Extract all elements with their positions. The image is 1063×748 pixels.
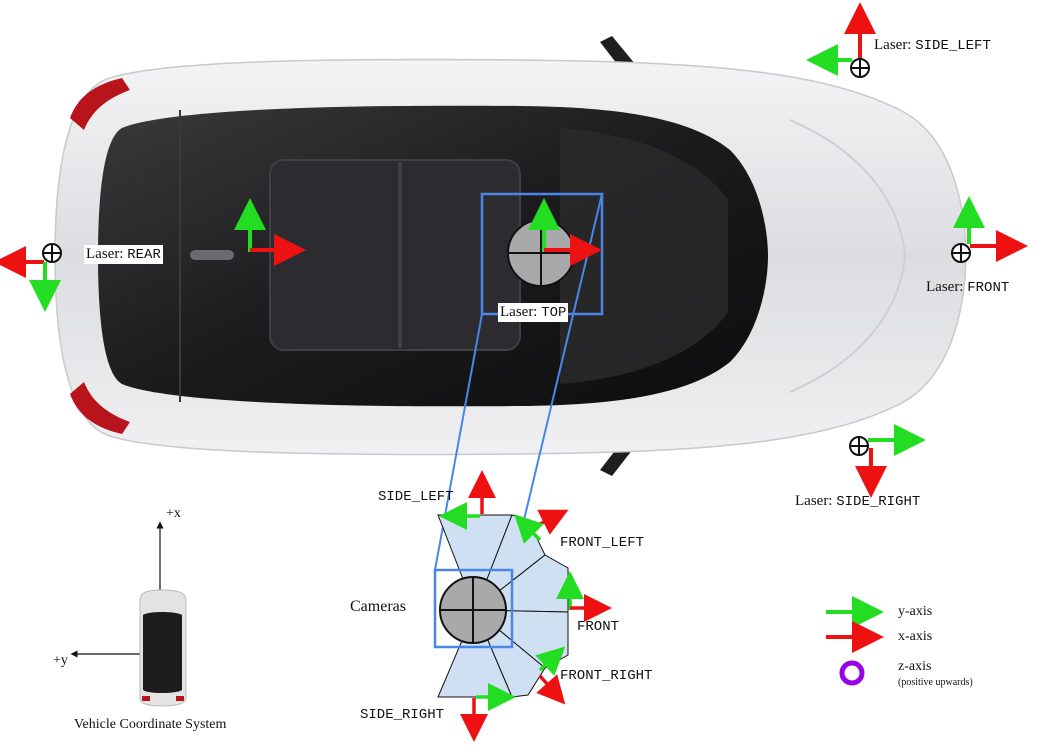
laser-front-prefix: Laser:: [926, 279, 968, 295]
camera-highlight-box: [433, 568, 514, 649]
camera-front-left-label: FRONT_LEFT: [560, 535, 645, 551]
laser-front-label: Laser: FRONT: [926, 278, 1009, 297]
laser-rear-prefix: Laser:: [86, 246, 128, 262]
laser-rear-name: REAR: [127, 247, 161, 263]
laser-top-name: TOP: [541, 305, 567, 321]
laser-top-prefix: Laser:: [500, 304, 542, 320]
legend-z-axis-label: z-axis: [898, 659, 932, 674]
legend-y-axis-label: y-axis: [898, 604, 933, 619]
laser-side-left-label: Laser: SIDE_LEFT: [874, 36, 991, 55]
top-lidar-sensor: [507, 219, 575, 287]
side-right-lidar-symbol: [849, 436, 869, 456]
vcs-caption: Vehicle Coordinate System: [74, 717, 227, 732]
front-lidar-symbol: [951, 243, 971, 263]
camera-center-sensor: [439, 576, 507, 644]
laser-front-name: FRONT: [967, 280, 1010, 296]
cam-front-left-y-axis: [514, 514, 544, 544]
left-tail-light: [70, 78, 130, 130]
cam-front-right-y-axis: [535, 646, 566, 676]
laser-top-label: Laser: TOP: [498, 303, 569, 322]
side-left-lidar-symbol: [850, 58, 870, 78]
vcs-plus-x-label: +x: [166, 506, 181, 521]
vehicle-coordinate-system: [70, 521, 187, 707]
right-tail-light: [70, 382, 130, 434]
camera-side-left-label: SIDE_LEFT: [378, 489, 454, 505]
laser-side-left-name: SIDE_LEFT: [915, 38, 991, 54]
cam-front-left-x-axis: [531, 509, 569, 535]
legend-x-axis-label: x-axis: [898, 629, 933, 644]
vcs-plus-y-label: +y: [53, 653, 68, 668]
camera-front-label: FRONT: [577, 619, 620, 635]
laser-rear-label: Laser: REAR: [84, 245, 163, 264]
legend-z-axis-circle: [839, 660, 865, 686]
cameras-title: Cameras: [350, 598, 406, 615]
laser-side-left-prefix: Laser:: [874, 37, 916, 53]
small-car-roof: [143, 612, 182, 693]
camera-side-right-label: SIDE_RIGHT: [360, 707, 445, 723]
laser-side-right-label: Laser: SIDE_RIGHT: [795, 492, 920, 511]
cam-front-right-x-axis: [536, 674, 566, 705]
legend-z-axis-note: (positive upwards): [898, 677, 973, 688]
rear-lidar-symbol: [42, 243, 62, 263]
laser-side-right-prefix: Laser:: [795, 493, 837, 509]
camera-front-right-label: FRONT_RIGHT: [560, 668, 653, 684]
legend: [826, 596, 884, 686]
laser-side-right-name: SIDE_RIGHT: [836, 494, 921, 510]
